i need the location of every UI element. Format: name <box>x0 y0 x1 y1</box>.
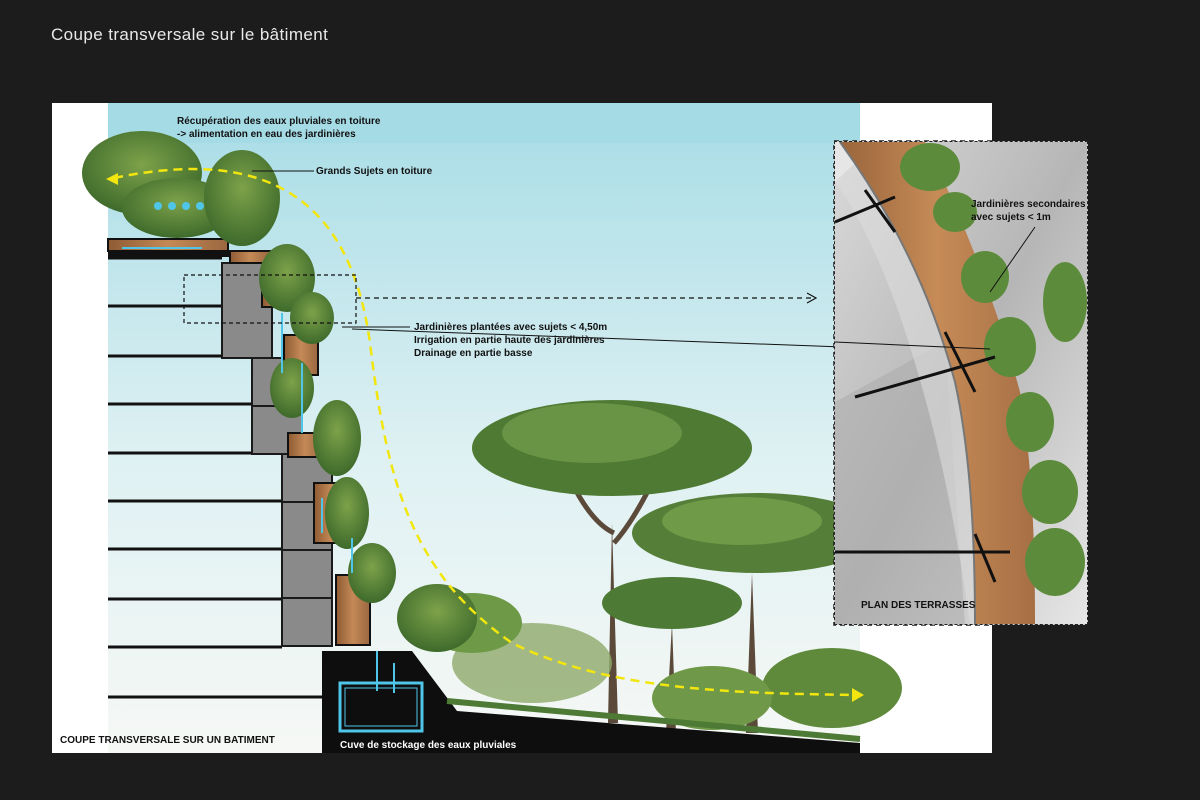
planters-label: Jardinières plantées avec sujets < 4,50m… <box>414 322 608 359</box>
plan-inset-frame: Jardinières secondaires avec sujets < 1m… <box>834 141 1088 625</box>
roof-trees-label: Grands Sujets en toiture <box>316 166 433 177</box>
detail-box <box>183 274 357 324</box>
rainwater-tank <box>338 681 424 733</box>
plan-annotation-text: Jardinières secondaires avec sujets < 1m <box>971 199 1086 223</box>
rain-recovery-label: Récupération des eaux pluviales en toitu… <box>177 116 381 140</box>
background-trees <box>422 400 902 733</box>
page-title: Coupe transversale sur le bâtiment <box>51 25 329 44</box>
plan-caption-text: PLAN DES TERRASSES <box>861 600 976 611</box>
building-vegetation <box>82 131 477 652</box>
tank-label: Cuve de stockage des eaux pluviales <box>340 740 517 751</box>
floor-slabs <box>108 256 322 699</box>
flow-arrow <box>113 167 853 697</box>
water-drops <box>154 202 204 210</box>
ground <box>322 651 860 753</box>
section-caption: COUPE TRANSVERSALE SUR UN BATIMENT <box>60 735 275 746</box>
plan-drawing <box>835 142 1087 624</box>
